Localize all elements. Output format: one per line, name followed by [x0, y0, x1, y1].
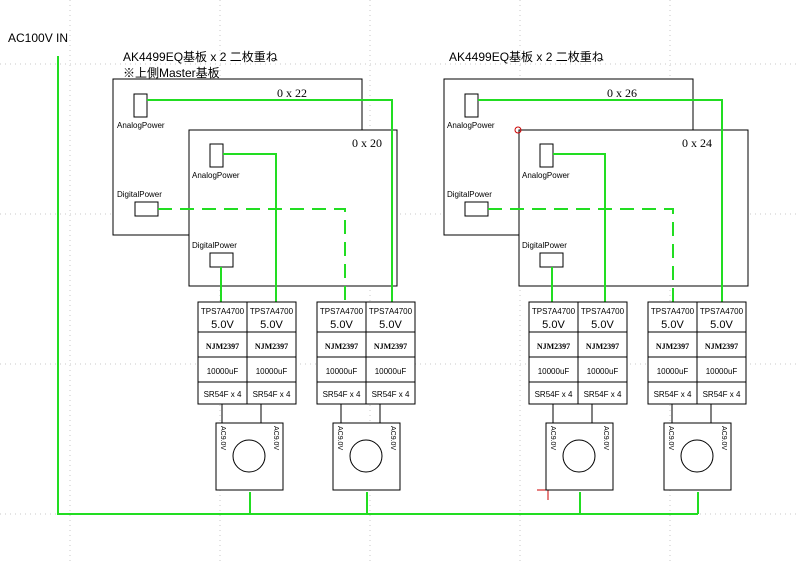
left-back-analog-connector[interactable]	[133, 93, 148, 118]
regulator-label: TPS7A4700	[651, 307, 695, 316]
right-back-digital-label: DigitalPower	[447, 190, 492, 199]
left-front-board-label: 0 x 20	[352, 136, 382, 150]
transformer-label: AC9.0V	[667, 426, 674, 450]
right-front-digital-label: DigitalPower	[522, 241, 567, 250]
transformer[interactable]: AC9.0V AC9.0V	[332, 422, 401, 491]
transformer-label: AC9.0V	[219, 426, 226, 450]
opamp-label: NJM2397	[537, 342, 570, 351]
right-back-analog-label: AnalogPower	[447, 121, 495, 130]
psu-module[interactable]: TPS7A4700 5.0V NJM2397 10000uF SR54F x 4	[647, 301, 698, 423]
capacitor-label: 10000uF	[587, 367, 619, 376]
psu-module[interactable]: TPS7A4700 5.0V NJM2397 10000uF SR54F x 4	[577, 301, 628, 423]
voltage-label: 5.0V	[330, 319, 353, 331]
left-front-digital-label: DigitalPower	[192, 241, 237, 250]
psu-module[interactable]: TPS7A4700 5.0V NJM2397 10000uF SR54F x 4	[316, 301, 367, 423]
voltage-label: 5.0V	[260, 319, 283, 331]
left-back-digital-label: DigitalPower	[117, 190, 162, 199]
voltage-label: 5.0V	[661, 319, 684, 331]
transformer-label: AC9.0V	[602, 426, 609, 450]
diode-label: SR54F x 4	[253, 390, 291, 399]
transformer-label: AC9.0V	[272, 426, 279, 450]
transformer[interactable]: AC9.0V AC9.0V	[663, 422, 732, 491]
regulator-label: TPS7A4700	[201, 307, 245, 316]
voltage-label: 5.0V	[379, 319, 402, 331]
selection-marker[interactable]	[514, 126, 522, 134]
psu-module[interactable]: TPS7A4700 5.0V NJM2397 10000uF SR54F x 4	[197, 301, 248, 423]
left-back-analog-label: AnalogPower	[117, 121, 165, 130]
right-back-analog-connector[interactable]	[464, 93, 479, 118]
right-back-board-label: 0 x 26	[607, 86, 637, 100]
psu-module[interactable]: TPS7A4700 5.0V NJM2397 10000uF SR54F x 4	[528, 301, 579, 423]
transformer-label: AC9.0V	[389, 426, 396, 450]
dashed-wires	[158, 208, 674, 302]
regulator-label: TPS7A4700	[581, 307, 625, 316]
transformer-label: AC9.0V	[720, 426, 727, 450]
capacitor-label: 10000uF	[706, 367, 738, 376]
voltage-label: 5.0V	[591, 319, 614, 331]
diode-label: SR54F x 4	[204, 390, 242, 399]
regulator-label: TPS7A4700	[532, 307, 576, 316]
capacitor-label: 10000uF	[256, 367, 288, 376]
voltage-label: 5.0V	[211, 319, 234, 331]
voltage-label: 5.0V	[542, 319, 565, 331]
opamp-label: NJM2397	[586, 342, 619, 351]
diode-label: SR54F x 4	[372, 390, 410, 399]
regulator-label: TPS7A4700	[250, 307, 294, 316]
psu-module[interactable]: TPS7A4700 5.0V NJM2397 10000uF SR54F x 4	[365, 301, 416, 423]
right-front-analog-connector[interactable]	[539, 143, 554, 168]
left-back-digital-connector[interactable]	[134, 201, 159, 217]
right-back-digital-connector[interactable]	[464, 201, 489, 217]
diode-label: SR54F x 4	[703, 390, 741, 399]
transformer-core-icon	[232, 439, 266, 473]
wires	[57, 56, 723, 515]
diode-label: SR54F x 4	[535, 390, 573, 399]
left-front-digital-connector[interactable]	[209, 252, 234, 268]
right-front-board-label: 0 x 24	[682, 136, 712, 150]
capacitor-label: 10000uF	[375, 367, 407, 376]
capacitor-label: 10000uF	[657, 367, 689, 376]
regulator-label: TPS7A4700	[369, 307, 413, 316]
diode-label: SR54F x 4	[584, 390, 622, 399]
transformer-core-icon	[349, 439, 383, 473]
right-front-digital-connector[interactable]	[539, 252, 564, 268]
right-group-title: AK4499EQ基板 x 2 二枚重ね	[449, 49, 604, 64]
opamp-label: NJM2397	[206, 342, 239, 351]
capacitor-label: 10000uF	[326, 367, 358, 376]
psu-module[interactable]: TPS7A4700 5.0V NJM2397 10000uF SR54F x 4	[246, 301, 297, 423]
left-group-note: ※上側Master基板	[123, 66, 220, 80]
ac-input-label: AC100V IN	[8, 31, 68, 45]
psu-module[interactable]: TPS7A4700 5.0V NJM2397 10000uF SR54F x 4	[696, 301, 747, 423]
left-front-analog-connector[interactable]	[209, 143, 224, 168]
left-back-board-label: 0 x 22	[277, 86, 307, 100]
capacitor-label: 10000uF	[207, 367, 239, 376]
left-group-title: AK4499EQ基板 x 2 二枚重ね	[123, 49, 278, 64]
opamp-label: NJM2397	[705, 342, 738, 351]
opamp-label: NJM2397	[656, 342, 689, 351]
left-front-analog-label: AnalogPower	[192, 171, 240, 180]
regulator-label: TPS7A4700	[320, 307, 364, 316]
transformer[interactable]: AC9.0V AC9.0V	[215, 422, 284, 491]
right-front-analog-label: AnalogPower	[522, 171, 570, 180]
transformer-core-icon	[680, 439, 714, 473]
capacitor-label: 10000uF	[538, 367, 570, 376]
diode-label: SR54F x 4	[323, 390, 361, 399]
ac-bus[interactable]	[57, 56, 698, 515]
voltage-label: 5.0V	[710, 319, 733, 331]
opamp-label: NJM2397	[255, 342, 288, 351]
diode-label: SR54F x 4	[654, 390, 692, 399]
transformer-label: AC9.0V	[336, 426, 343, 450]
transformer-label: AC9.0V	[549, 426, 556, 450]
opamp-label: NJM2397	[374, 342, 407, 351]
transformer[interactable]: AC9.0V AC9.0V	[545, 422, 614, 491]
transformer-core-icon	[562, 439, 596, 473]
regulator-label: TPS7A4700	[700, 307, 744, 316]
opamp-label: NJM2397	[325, 342, 358, 351]
